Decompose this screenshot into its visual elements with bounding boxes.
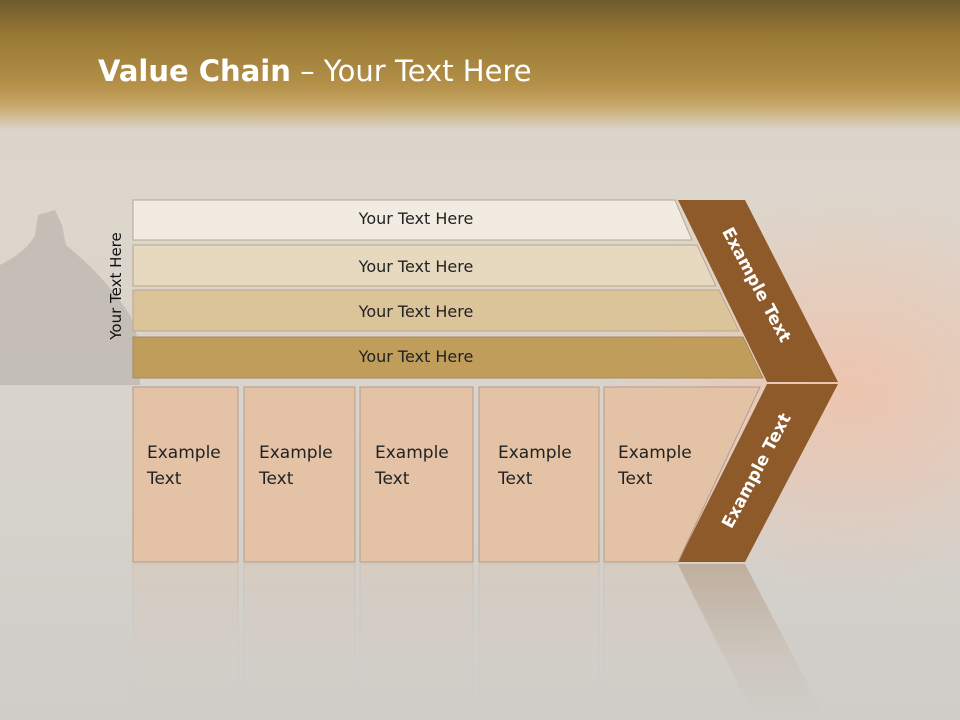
row-4-band	[132, 336, 764, 379]
cell-1-line2: Text	[147, 469, 182, 489]
cell-3-line2: Text	[375, 469, 410, 489]
cell-4-line2: Text	[498, 469, 533, 489]
chevron-upper	[678, 200, 838, 382]
title-band	[0, 0, 960, 130]
cell-4-line1: Example	[498, 443, 572, 463]
row-2-band	[132, 244, 717, 287]
cell-2-line2: Text	[259, 469, 294, 489]
cell-2-box	[243, 386, 356, 563]
row-4-label: Your Text Here	[358, 347, 474, 366]
row-3-label: Your Text Here	[358, 302, 474, 321]
cell-5-line2: Text	[618, 469, 653, 489]
cell-5-line1: Example	[618, 443, 692, 463]
cell-3-box	[359, 386, 474, 563]
row-3-band	[132, 289, 740, 332]
row-1-label: Your Text Here	[358, 209, 474, 228]
title-bold: Value Chain	[98, 54, 291, 88]
cell-1-line1: Example	[147, 443, 221, 463]
chevron-lower	[678, 384, 838, 562]
row-2-label: Your Text Here	[358, 257, 474, 276]
cell-3-line1: Example	[375, 443, 449, 463]
cell-1-box	[132, 386, 239, 563]
pagoda-silhouette	[0, 210, 140, 385]
cell-4-box	[478, 386, 600, 563]
title-rest: – Your Text Here	[290, 54, 532, 88]
row-1-band	[132, 199, 693, 241]
page-title: Value Chain – Your Text Here	[98, 54, 532, 88]
cell-2-line1: Example	[259, 443, 333, 463]
